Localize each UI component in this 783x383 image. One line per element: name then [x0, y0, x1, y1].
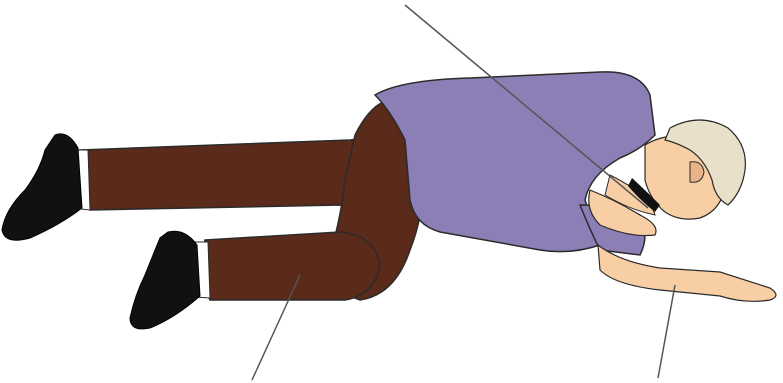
front-leg	[130, 99, 423, 328]
front-shoe	[130, 231, 200, 329]
back-shoe	[2, 134, 82, 240]
front-shin	[201, 232, 380, 300]
callout-line-hand	[658, 285, 675, 378]
